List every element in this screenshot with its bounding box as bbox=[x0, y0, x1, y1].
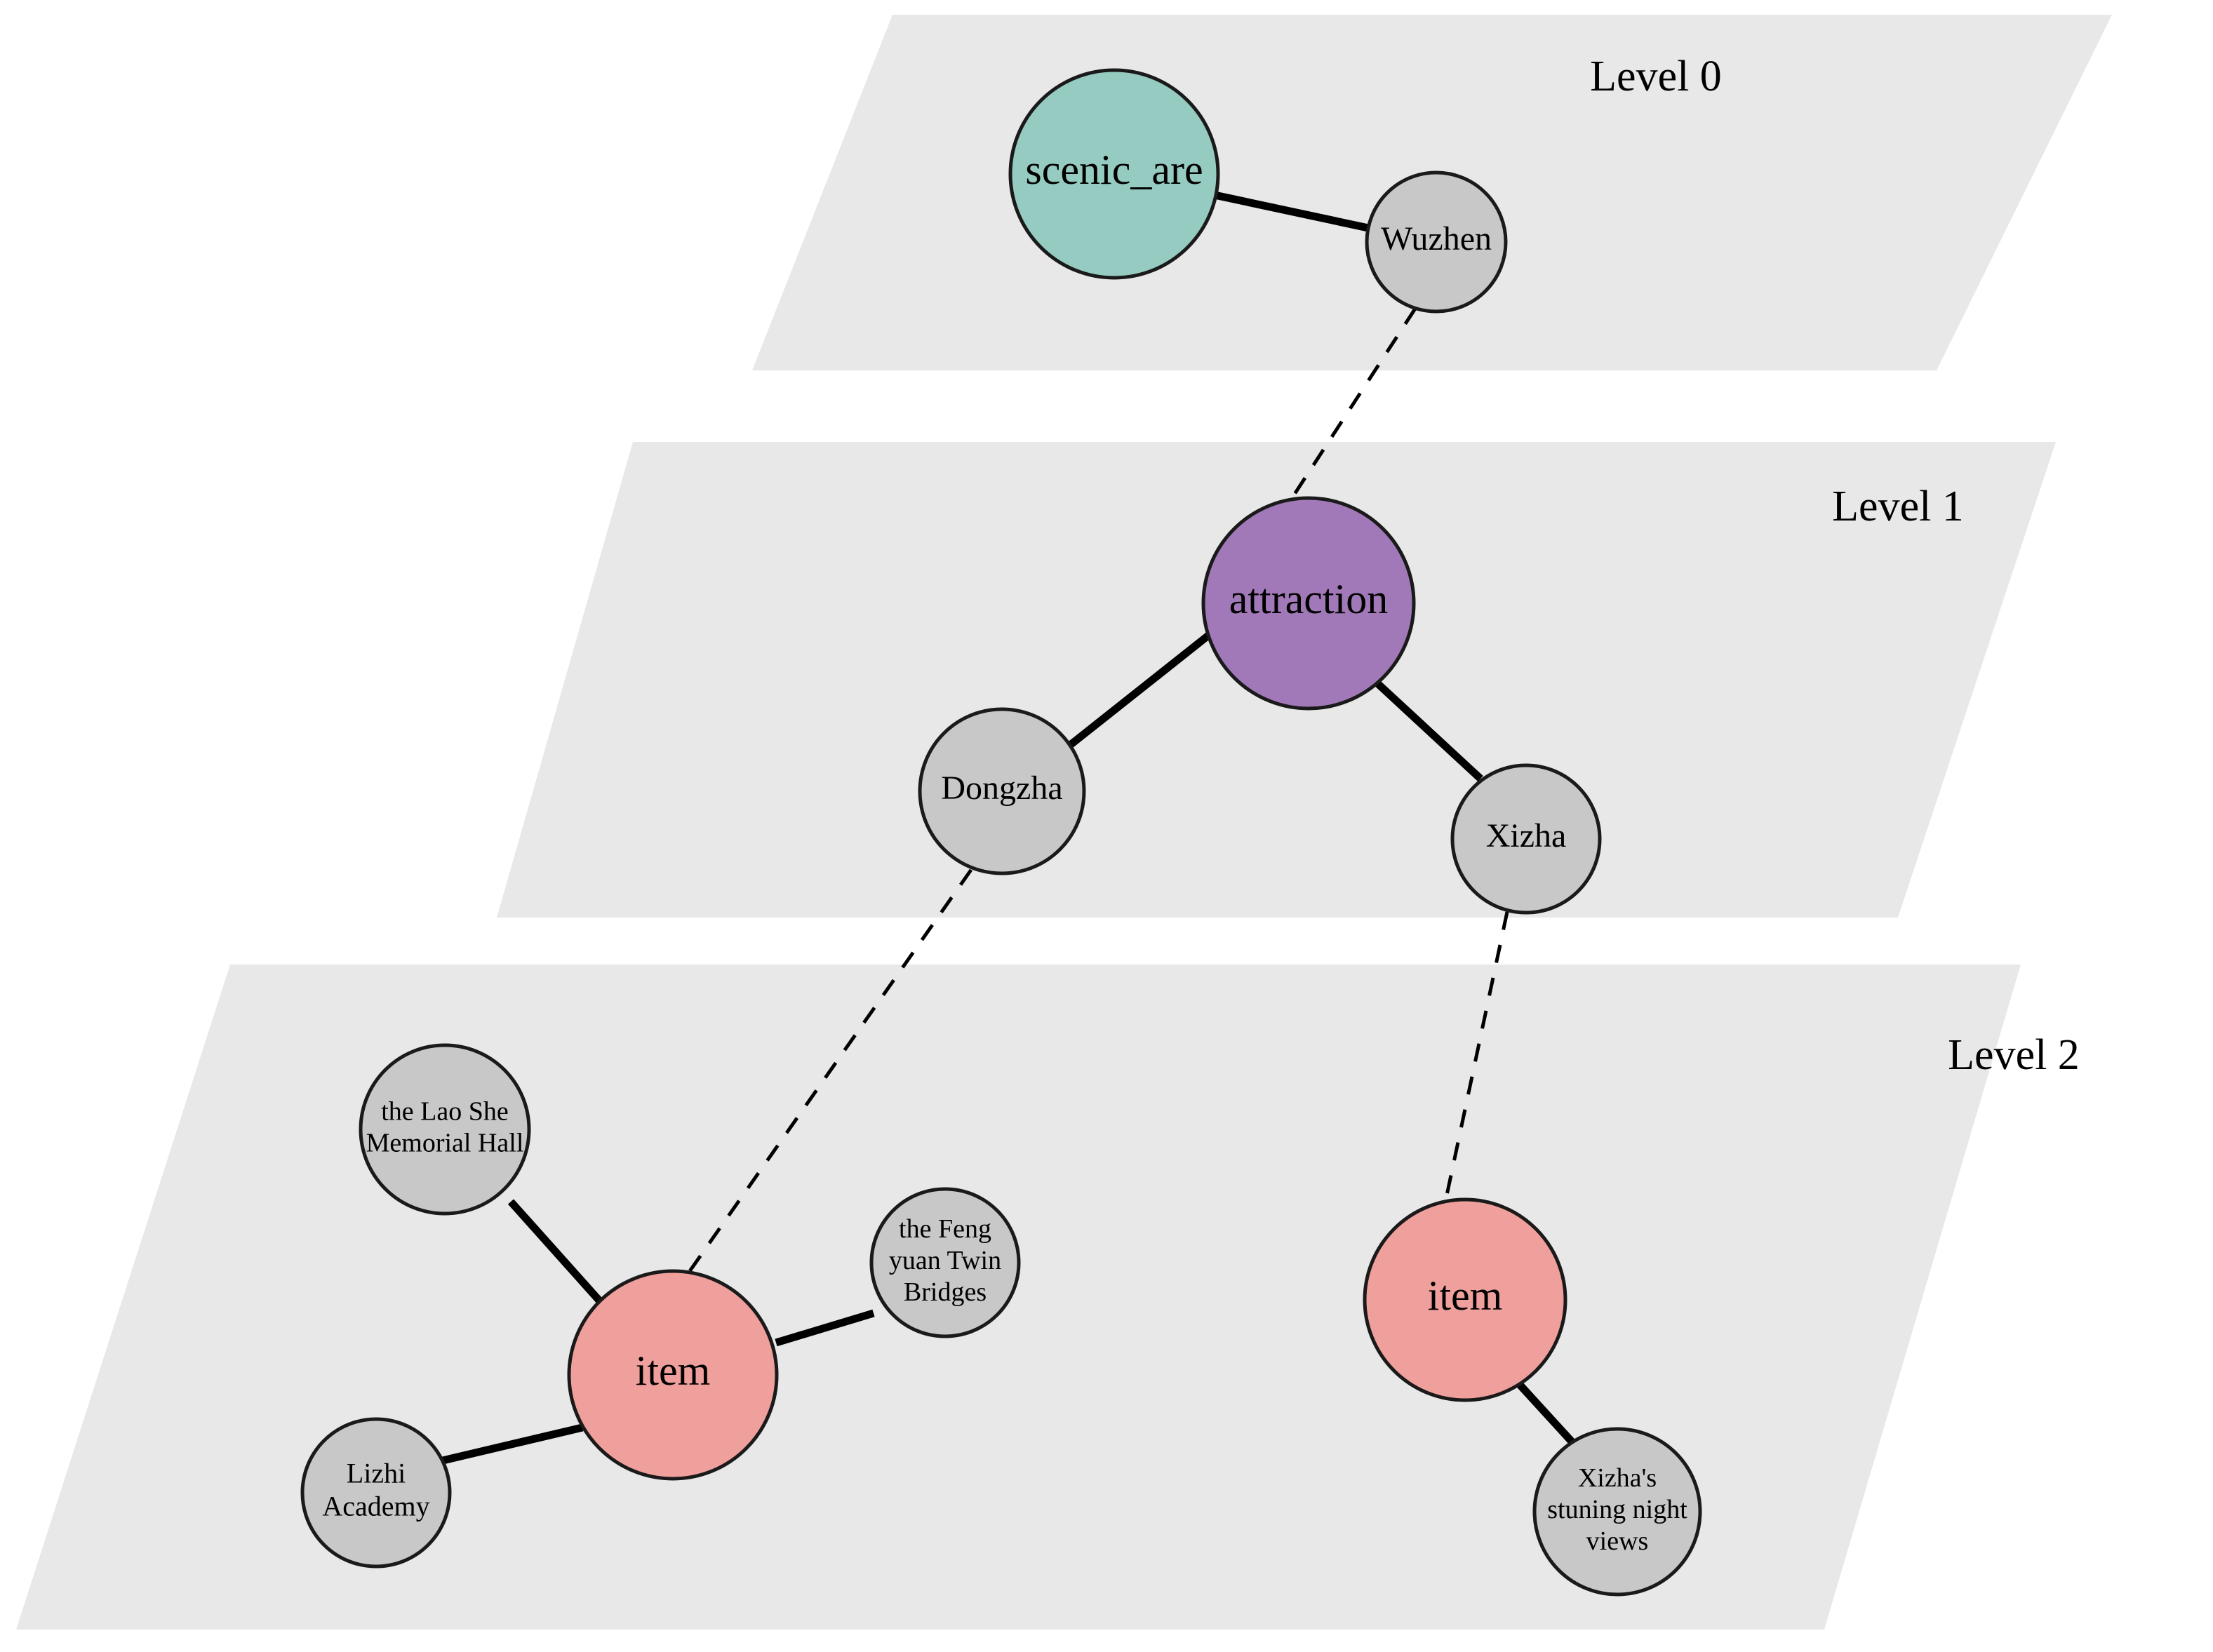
node-circle-xizha_night_views[interactable] bbox=[1532, 1427, 1702, 1597]
solid-edge-item_right--xizha_night_views bbox=[1516, 1382, 1575, 1444]
node-circle-lao_she_memorial_hall[interactable] bbox=[359, 1043, 531, 1216]
node-label-scenic_are: scenic_are bbox=[1025, 147, 1203, 193]
dashed-edge-dongzha--item_left bbox=[688, 868, 973, 1272]
graph-node-scenic_are[interactable]: scenic_are bbox=[1008, 68, 1220, 280]
solid-edge-attraction--xizha bbox=[1375, 680, 1483, 782]
graph-node-item_left[interactable]: item bbox=[567, 1269, 779, 1481]
intra-level-edges-group bbox=[441, 191, 1575, 1465]
level-label-level-2: Level 2 bbox=[1948, 1031, 2080, 1079]
node-circle-dongzha[interactable] bbox=[918, 707, 1086, 875]
node-label-xizha: Xizha bbox=[1486, 817, 1567, 854]
solid-edge-scenic_are--wuzhen bbox=[1213, 191, 1370, 232]
node-label-item_left: item bbox=[636, 1348, 711, 1394]
node-label-wuzhen: Wuzhen bbox=[1381, 220, 1492, 257]
dashed-edge-xizha--item_right bbox=[1443, 911, 1509, 1202]
level-label-level-0: Level 0 bbox=[1590, 53, 1722, 100]
node-circle-item_right[interactable] bbox=[1363, 1197, 1567, 1402]
solid-edge-item_left--lao_she_memorial_hall bbox=[507, 1199, 603, 1304]
inter-level-edges-group bbox=[688, 307, 1509, 1272]
graph-node-dongzha[interactable]: Dongzha bbox=[918, 707, 1086, 875]
graph-node-xizha[interactable]: Xizha bbox=[1450, 763, 1602, 915]
level-labels-group: Level 0 Level 1 Level 2 bbox=[1590, 53, 2080, 1079]
node-label-dongzha: Dongzha bbox=[941, 770, 1062, 807]
node-label-attraction: attraction bbox=[1229, 576, 1389, 622]
graph-node-wuzhen[interactable]: Wuzhen bbox=[1365, 170, 1508, 314]
solid-edge-item_left--feng_yuan_twin_bridges bbox=[775, 1309, 875, 1347]
node-circle-attraction[interactable] bbox=[1201, 496, 1416, 711]
graph-node-item_right[interactable]: item bbox=[1363, 1197, 1567, 1402]
solid-edge-item_left--lizhi_academy bbox=[441, 1423, 584, 1465]
node-circle-item_left[interactable] bbox=[567, 1269, 779, 1481]
dashed-edge-wuzhen--attraction bbox=[1289, 307, 1417, 501]
node-circle-xizha[interactable] bbox=[1450, 763, 1602, 915]
node-label-item_right: item bbox=[1428, 1272, 1503, 1319]
solid-edge-attraction--dongzha bbox=[1067, 632, 1211, 749]
node-circle-feng_yuan_twin_bridges[interactable] bbox=[869, 1187, 1021, 1338]
node-circle-scenic_are[interactable] bbox=[1008, 68, 1220, 280]
node-circle-wuzhen[interactable] bbox=[1365, 170, 1508, 314]
graph-node-attraction[interactable]: attraction bbox=[1201, 496, 1416, 711]
node-circle-lizhi_academy[interactable] bbox=[300, 1417, 452, 1569]
level-label-level-1: Level 1 bbox=[1832, 483, 1964, 530]
